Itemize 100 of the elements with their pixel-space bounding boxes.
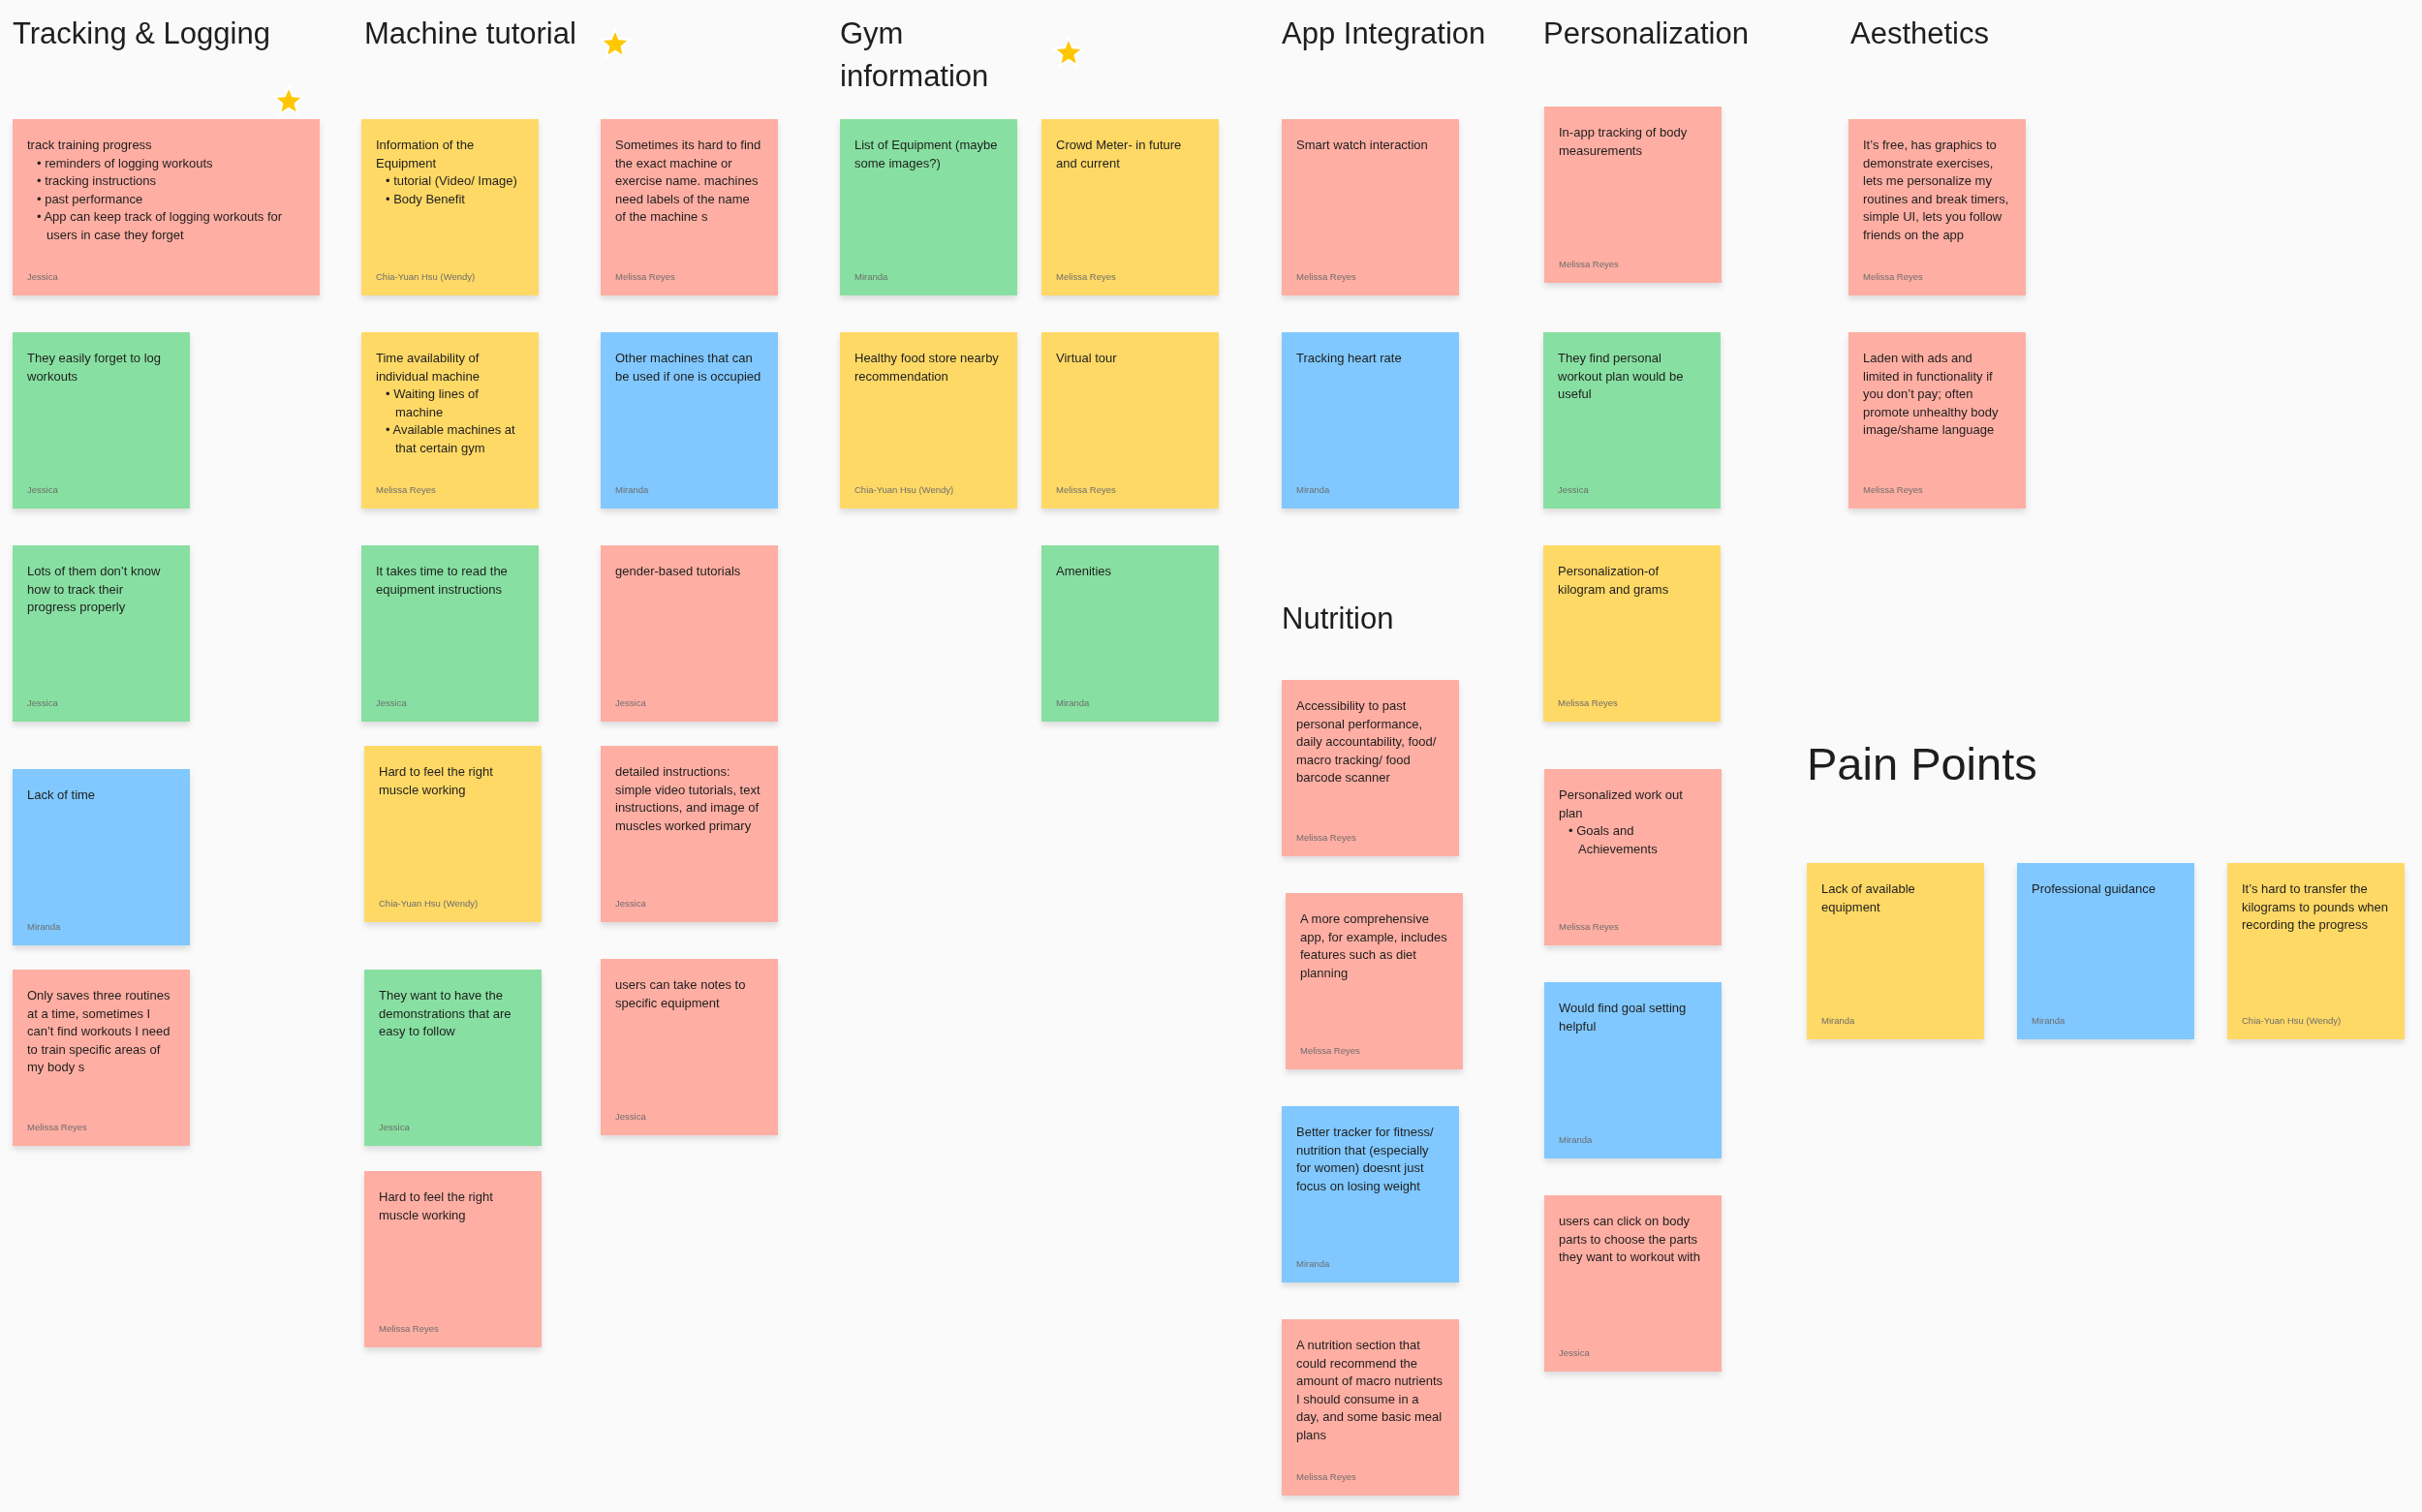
note-text: It takes time to read the equipment instructions bbox=[376, 563, 509, 599]
note-text: Lack of time bbox=[27, 787, 97, 804]
sticky-note bbox=[13, 119, 320, 295]
bullet-item: • past performance bbox=[37, 190, 144, 208]
note-text: gender-based tutorials bbox=[615, 563, 742, 580]
note-text: Time availability of individual machine bbox=[376, 350, 481, 386]
section-heading: Personalization bbox=[1543, 15, 1750, 52]
note-text: Hard to feel the right muscle working bbox=[379, 1188, 494, 1224]
sticky-note bbox=[1282, 680, 1459, 856]
author-name: Jessica bbox=[27, 271, 58, 282]
author-name: Melissa Reyes bbox=[1300, 1045, 1360, 1056]
note-text: In-app tracking of body measurements bbox=[1559, 124, 1689, 160]
bullet-item: • reminders of logging workouts bbox=[37, 154, 214, 172]
section-heading: App Integration bbox=[1282, 15, 1487, 52]
sticky-note bbox=[361, 545, 539, 722]
sticky-note bbox=[1848, 332, 2026, 509]
author-name: Melissa Reyes bbox=[1056, 484, 1116, 495]
sticky-note bbox=[1282, 1319, 1459, 1496]
author-name: Jessica bbox=[1559, 1347, 1590, 1358]
sticky-note bbox=[1041, 119, 1219, 295]
section-heading: Nutrition bbox=[1282, 601, 1395, 637]
section-heading: Pain Points bbox=[1807, 737, 2038, 791]
section-heading: Tracking & Logging bbox=[13, 15, 271, 52]
note-text: A more comprehensive app, for example, includes features such as diet planning bbox=[1300, 910, 1448, 982]
sticky-note bbox=[840, 332, 1017, 509]
author-name: Melissa Reyes bbox=[1863, 271, 1923, 282]
sticky-note bbox=[601, 746, 778, 922]
note-text: Amenities bbox=[1056, 563, 1113, 580]
sticky-note bbox=[364, 970, 542, 1146]
sticky-note bbox=[1807, 863, 1984, 1039]
note-text: Accessibility to past personal performance, daily accountability, food/ macro tracking/ food barcode scanner bbox=[1296, 697, 1438, 787]
author-name: Melissa Reyes bbox=[27, 1122, 87, 1132]
author-name: Melissa Reyes bbox=[615, 271, 675, 282]
author-name: Jessica bbox=[376, 697, 407, 708]
author-name: Chia-Yuan Hsu (Wendy) bbox=[379, 898, 479, 909]
sticky-note bbox=[1543, 545, 1721, 722]
note-text: Other machines that can be used if one is occupied bbox=[615, 350, 762, 386]
author-name: Miranda bbox=[1296, 484, 1330, 495]
note-text: Lots of them don’t know how to track their progress properly bbox=[27, 563, 162, 616]
author-name: Melissa Reyes bbox=[1558, 697, 1618, 708]
author-name: Chia-Yuan Hsu (Wendy) bbox=[854, 484, 954, 495]
sticky-note bbox=[1544, 769, 1722, 945]
author-name: Melissa Reyes bbox=[1296, 271, 1356, 282]
author-name: Chia-Yuan Hsu (Wendy) bbox=[376, 271, 476, 282]
author-name: Jessica bbox=[615, 697, 646, 708]
bullet-item: • App can keep track of logging workouts for users in case they forget bbox=[37, 208, 284, 244]
sticky-note bbox=[13, 769, 190, 945]
sticky-note bbox=[1544, 107, 1722, 283]
bullet-item: • Body Benefit bbox=[386, 190, 466, 208]
author-name: Melissa Reyes bbox=[1296, 832, 1356, 843]
note-text: users can click on body parts to choose the parts they want to workout with bbox=[1559, 1213, 1701, 1266]
note-text: Hard to feel the right muscle working bbox=[379, 763, 494, 799]
note-text: It’s free, has graphics to demonstrate exercises, lets me personalize my routines and break timers, simple UI, lets you follow friends on the app bbox=[1863, 137, 2010, 244]
author-name: Miranda bbox=[1296, 1258, 1330, 1269]
sticky-note bbox=[840, 119, 1017, 295]
note-text: Laden with ads and limited in functionality if you don’t pay; often promote unhealthy body image/shame language bbox=[1863, 350, 2000, 439]
author-name: Miranda bbox=[1821, 1015, 1855, 1026]
sticky-note bbox=[364, 746, 542, 922]
author-name: Melissa Reyes bbox=[1296, 1471, 1356, 1482]
bullet-item: • Available machines at that certain gym bbox=[386, 421, 516, 457]
sticky-note bbox=[1543, 332, 1721, 509]
author-name: Melissa Reyes bbox=[1559, 259, 1619, 269]
author-name: Miranda bbox=[2032, 1015, 2065, 1026]
note-text: track training progress bbox=[27, 137, 153, 154]
bullet-item: • tracking instructions bbox=[37, 172, 158, 190]
note-text: Professional guidance bbox=[2032, 880, 2157, 898]
author-name: Melissa Reyes bbox=[376, 484, 436, 495]
author-name: Miranda bbox=[1559, 1134, 1593, 1145]
author-name: Miranda bbox=[615, 484, 649, 495]
sticky-note bbox=[1282, 332, 1459, 509]
author-name: Chia-Yuan Hsu (Wendy) bbox=[2242, 1015, 2342, 1026]
bullet-item: • tutorial (Video/ Image) bbox=[386, 172, 518, 190]
author-name: Melissa Reyes bbox=[1863, 484, 1923, 495]
section-heading: Gym information bbox=[840, 15, 990, 95]
author-name: Jessica bbox=[379, 1122, 410, 1132]
sticky-note bbox=[13, 545, 190, 722]
sticky-note bbox=[2227, 863, 2405, 1039]
author-name: Jessica bbox=[1558, 484, 1589, 495]
bullet-item: • Goals and Achievements bbox=[1568, 822, 1659, 858]
note-text: Healthy food store nearby recommendation bbox=[854, 350, 1000, 386]
author-name: Jessica bbox=[27, 484, 58, 495]
note-text: Personalized work out plan bbox=[1559, 787, 1684, 822]
note-text: List of Equipment (maybe some images?) bbox=[854, 137, 999, 172]
author-name: Jessica bbox=[615, 898, 646, 909]
sticky-note bbox=[601, 959, 778, 1135]
sticky-note bbox=[601, 332, 778, 509]
note-text: Lack of available equipment bbox=[1821, 880, 1916, 916]
note-text: Crowd Meter- in future and current bbox=[1056, 137, 1183, 172]
note-text: Virtual tour bbox=[1056, 350, 1118, 367]
sticky-note bbox=[361, 119, 539, 295]
note-text: They find personal workout plan would be useful bbox=[1558, 350, 1685, 403]
note-text: Would find goal setting helpful bbox=[1559, 1000, 1688, 1035]
sticky-note bbox=[1041, 332, 1219, 509]
note-text: They want to have the demonstrations that are easy to follow bbox=[379, 987, 512, 1040]
sticky-note bbox=[2017, 863, 2194, 1039]
author-name: Miranda bbox=[27, 921, 61, 932]
note-text: They easily forget to log workouts bbox=[27, 350, 163, 386]
note-text: Better tracker for fitness/ nutrition that (especially for women) doesnt just focus on losing weight bbox=[1296, 1124, 1435, 1195]
author-name: Melissa Reyes bbox=[379, 1323, 439, 1334]
author-name: Miranda bbox=[1056, 697, 1090, 708]
